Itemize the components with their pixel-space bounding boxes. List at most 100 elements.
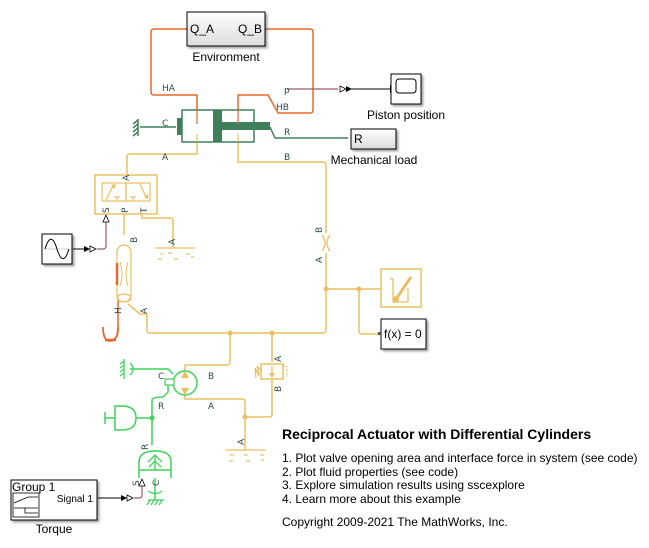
thermal-line-hb[interactable] — [237, 28, 314, 124]
hydraulic-pump[interactable]: C R B A — [158, 370, 215, 412]
hydraulic-line-pump-a[interactable] — [184, 394, 246, 450]
relief-arrow-icon — [269, 373, 275, 378]
environment-label: Environment — [192, 50, 260, 64]
torque-label: Torque — [36, 522, 73, 536]
link-learn-more[interactable]: 4. Learn more about this example — [282, 491, 461, 506]
piston-position-scope[interactable]: Piston position — [367, 73, 445, 122]
junction-dot — [356, 286, 362, 292]
cylinder-cap — [177, 118, 182, 135]
arrow-icon — [121, 495, 127, 501]
torque-signal-builder[interactable]: Group 1 Signal 1 Torque — [10, 479, 98, 536]
thermal-line-ha[interactable] — [150, 28, 198, 124]
fluid-properties-block[interactable] — [380, 268, 422, 308]
link-plot-fluid-properties[interactable]: 2. Plot fluid properties (see code) — [282, 464, 459, 479]
port-label-c: C — [162, 119, 168, 129]
ps-line-torque[interactable] — [134, 486, 143, 499]
port-label-s: S — [102, 207, 112, 213]
converter-arrow-icon — [339, 85, 347, 93]
hydraulic-line-b[interactable] — [237, 126, 327, 233]
directional-valve[interactable]: A S P T — [94, 174, 158, 215]
sine-wave-block[interactable] — [41, 233, 73, 265]
pressure-relief-valve[interactable]: A B — [254, 355, 288, 392]
valve-arrowhead-icon — [144, 194, 148, 199]
signal-label: Signal 1 — [57, 494, 94, 505]
port-label-h: H — [114, 307, 124, 314]
port-label-a: A — [208, 402, 215, 412]
inertia-icon[interactable] — [114, 405, 137, 431]
mech-line-r[interactable] — [269, 126, 348, 139]
rotational-ground-icon[interactable] — [146, 490, 164, 506]
port-label-b: B — [208, 372, 214, 382]
annotation-title: Reciprocal Actuator with Differential Cy… — [282, 426, 592, 442]
valve-spool-right — [125, 182, 151, 202]
mechanical-load-label: Mechanical load — [331, 153, 418, 167]
mechanical-load-body[interactable] — [350, 128, 397, 150]
hydraulic-line-orifice[interactable] — [230, 253, 327, 334]
pump-shaft — [164, 378, 175, 386]
junction-dot — [323, 286, 329, 292]
spring-icon — [254, 365, 262, 379]
differential-cylinder[interactable]: HA HB p C R A B — [162, 84, 290, 163]
hydraulic-line-a[interactable] — [126, 126, 198, 176]
arrow-icon — [84, 246, 90, 252]
port-label-a: A — [122, 174, 132, 181]
hydraulic-line-pump-b[interactable] — [184, 333, 231, 372]
port-label-a: A — [140, 307, 150, 314]
hydraulic-line-pipe-a[interactable] — [127, 303, 230, 334]
mech-rotational-connections — [130, 368, 174, 500]
inertia-block[interactable] — [104, 405, 137, 431]
fluid-properties-body[interactable] — [380, 268, 422, 308]
solver-body[interactable] — [380, 318, 427, 350]
mech-translational-connections — [140, 126, 348, 139]
pump-arrow-down-icon — [181, 388, 189, 395]
thermal-reference-icon[interactable] — [102, 326, 119, 342]
port-arrow-icon — [138, 477, 146, 487]
port-label-ha: HA — [162, 84, 176, 94]
port-label-a: A — [274, 355, 284, 362]
port-label-b: B — [284, 153, 290, 163]
rotational-ground-icon[interactable] — [119, 359, 134, 379]
port-label-q-b: Q_B — [238, 22, 262, 36]
junction-dot — [242, 414, 248, 420]
reservoir-2[interactable] — [226, 449, 266, 462]
copyright-text: Copyright 2009-2021 The MathWorks, Inc. — [282, 515, 508, 529]
model-annotation: Reciprocal Actuator with Differential Cy… — [282, 426, 638, 529]
beaker-icon — [390, 278, 409, 303]
hydraulic-line-solver[interactable] — [358, 289, 380, 335]
junction-dot — [227, 330, 233, 336]
port-label-b: B — [130, 237, 140, 243]
environment-block[interactable]: Q_A Q_B Environment — [186, 11, 266, 64]
hydraulic-pipe[interactable]: B H A — [114, 237, 150, 314]
hydraulic-connections — [123, 126, 380, 450]
port-arrow-icon — [102, 213, 110, 223]
solver-configuration-block[interactable]: f(x) = 0 — [378, 318, 427, 350]
port-label-p: p — [284, 86, 290, 96]
link-explore-results[interactable]: 3. Explore simulation results using ssce… — [282, 478, 525, 492]
junction-dot — [269, 330, 275, 336]
valve-arrow-icon — [105, 185, 114, 201]
port-label-q-a: Q_A — [190, 22, 214, 36]
torque-source[interactable]: R S C — [132, 444, 172, 486]
scope-icon — [395, 78, 417, 94]
port-label-a: A — [315, 256, 325, 263]
ps-line-valve[interactable] — [97, 222, 107, 250]
port-label-r: R — [158, 402, 164, 412]
mech-rot-line-c[interactable] — [130, 368, 174, 375]
mech-rot-line-r[interactable] — [151, 384, 169, 445]
reservoir-1[interactable] — [155, 247, 195, 260]
hydraulic-line-tank[interactable] — [141, 214, 174, 248]
orifice-icon — [321, 234, 331, 252]
mechanical-load-block[interactable]: R Mechanical load — [331, 128, 418, 167]
port-label-t: T — [140, 207, 150, 214]
port-label-r: R — [354, 132, 363, 146]
orifice[interactable]: B A — [315, 227, 331, 263]
port-label-c: C — [158, 372, 164, 382]
environment-block-body[interactable] — [186, 11, 266, 47]
torque-arrow-icon — [147, 454, 163, 470]
thermometer-icon — [394, 276, 413, 300]
valve-arrow-icon — [139, 183, 147, 198]
hydraulic-line-relief-b[interactable] — [245, 380, 273, 418]
link-plot-valve-opening[interactable]: 1. Plot valve opening area and interface… — [282, 451, 638, 465]
port-label-r: R — [141, 444, 151, 450]
mechanical-ground-icon[interactable] — [132, 119, 139, 137]
